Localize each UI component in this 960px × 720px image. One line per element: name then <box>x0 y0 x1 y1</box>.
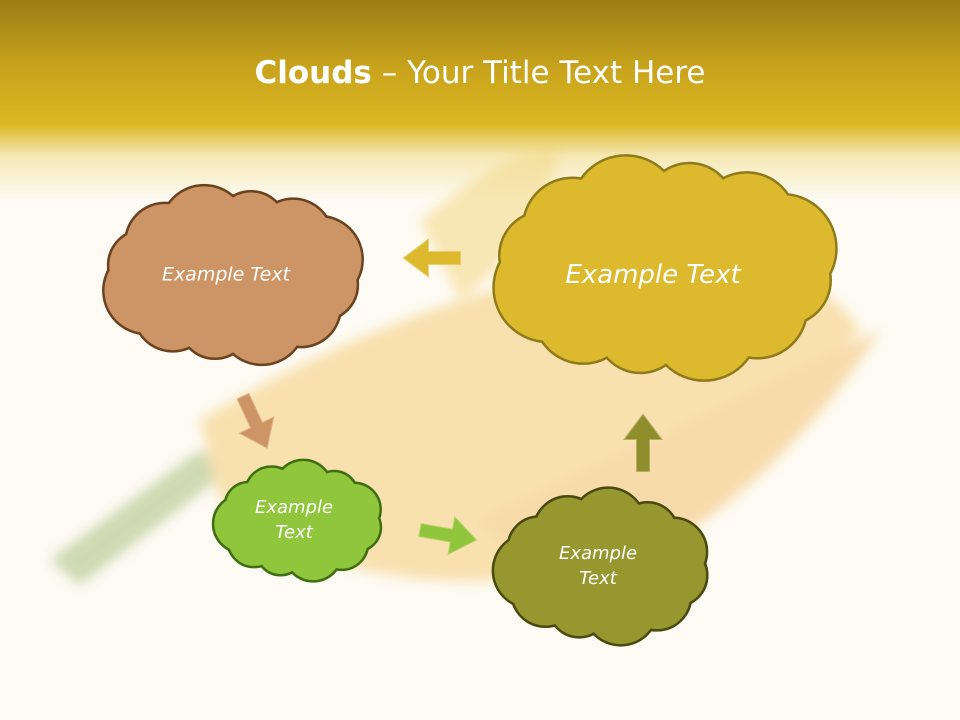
cloud-olive-text: Example Text <box>558 542 638 589</box>
arrow-brown-down-icon <box>236 392 275 449</box>
title-rest: Your Title Text Here <box>407 55 706 91</box>
cloud-green-text: Example Text <box>254 496 334 543</box>
cloud-brown[interactable] <box>102 183 364 367</box>
cloud-olive[interactable] <box>491 486 709 647</box>
title-bold: Clouds <box>254 55 372 91</box>
cloud-yellow-text: Example Text <box>565 259 741 290</box>
arrow-green-right-icon <box>418 515 478 556</box>
cloud-green[interactable] <box>211 458 383 583</box>
arrow-yellow-left-icon <box>402 238 461 278</box>
cloud-brown-text: Example Text <box>161 263 291 286</box>
title-separator: – <box>371 55 408 91</box>
slide-title: Clouds – Your Title Text Here <box>0 55 960 91</box>
title-banner <box>0 0 960 200</box>
cloud-yellow[interactable] <box>492 154 838 382</box>
arrow-olive-up-icon <box>623 413 663 472</box>
